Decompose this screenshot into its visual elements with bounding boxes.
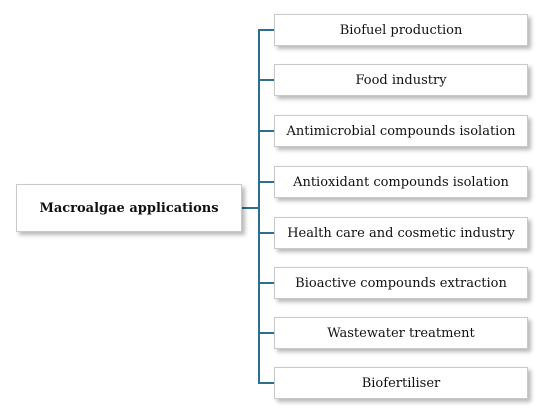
branch-connector	[258, 79, 274, 81]
branch-connector	[258, 29, 274, 31]
branch-node-health-cosmetic: Health care and cosmetic industry	[274, 217, 528, 249]
trunk-line	[258, 29, 260, 384]
branch-node-bioactive: Bioactive compounds extraction	[274, 267, 528, 299]
branch-connector	[258, 181, 274, 183]
branch-connector	[258, 332, 274, 334]
branch-node-antioxidant: Antioxidant compounds isolation	[274, 166, 528, 198]
root-connector	[242, 207, 259, 209]
branch-node-food: Food industry	[274, 64, 528, 96]
branch-connector	[258, 382, 274, 384]
branch-node-wastewater: Wastewater treatment	[274, 317, 528, 349]
branch-connector	[258, 282, 274, 284]
branch-node-biofertiliser: Biofertiliser	[274, 367, 528, 399]
branch-connector	[258, 130, 274, 132]
branch-connector	[258, 232, 274, 234]
branch-node-biofuel: Biofuel production	[274, 14, 528, 46]
root-node: Macroalgae applications	[16, 184, 242, 232]
branch-node-antimicrobial: Antimicrobial compounds isolation	[274, 115, 528, 147]
